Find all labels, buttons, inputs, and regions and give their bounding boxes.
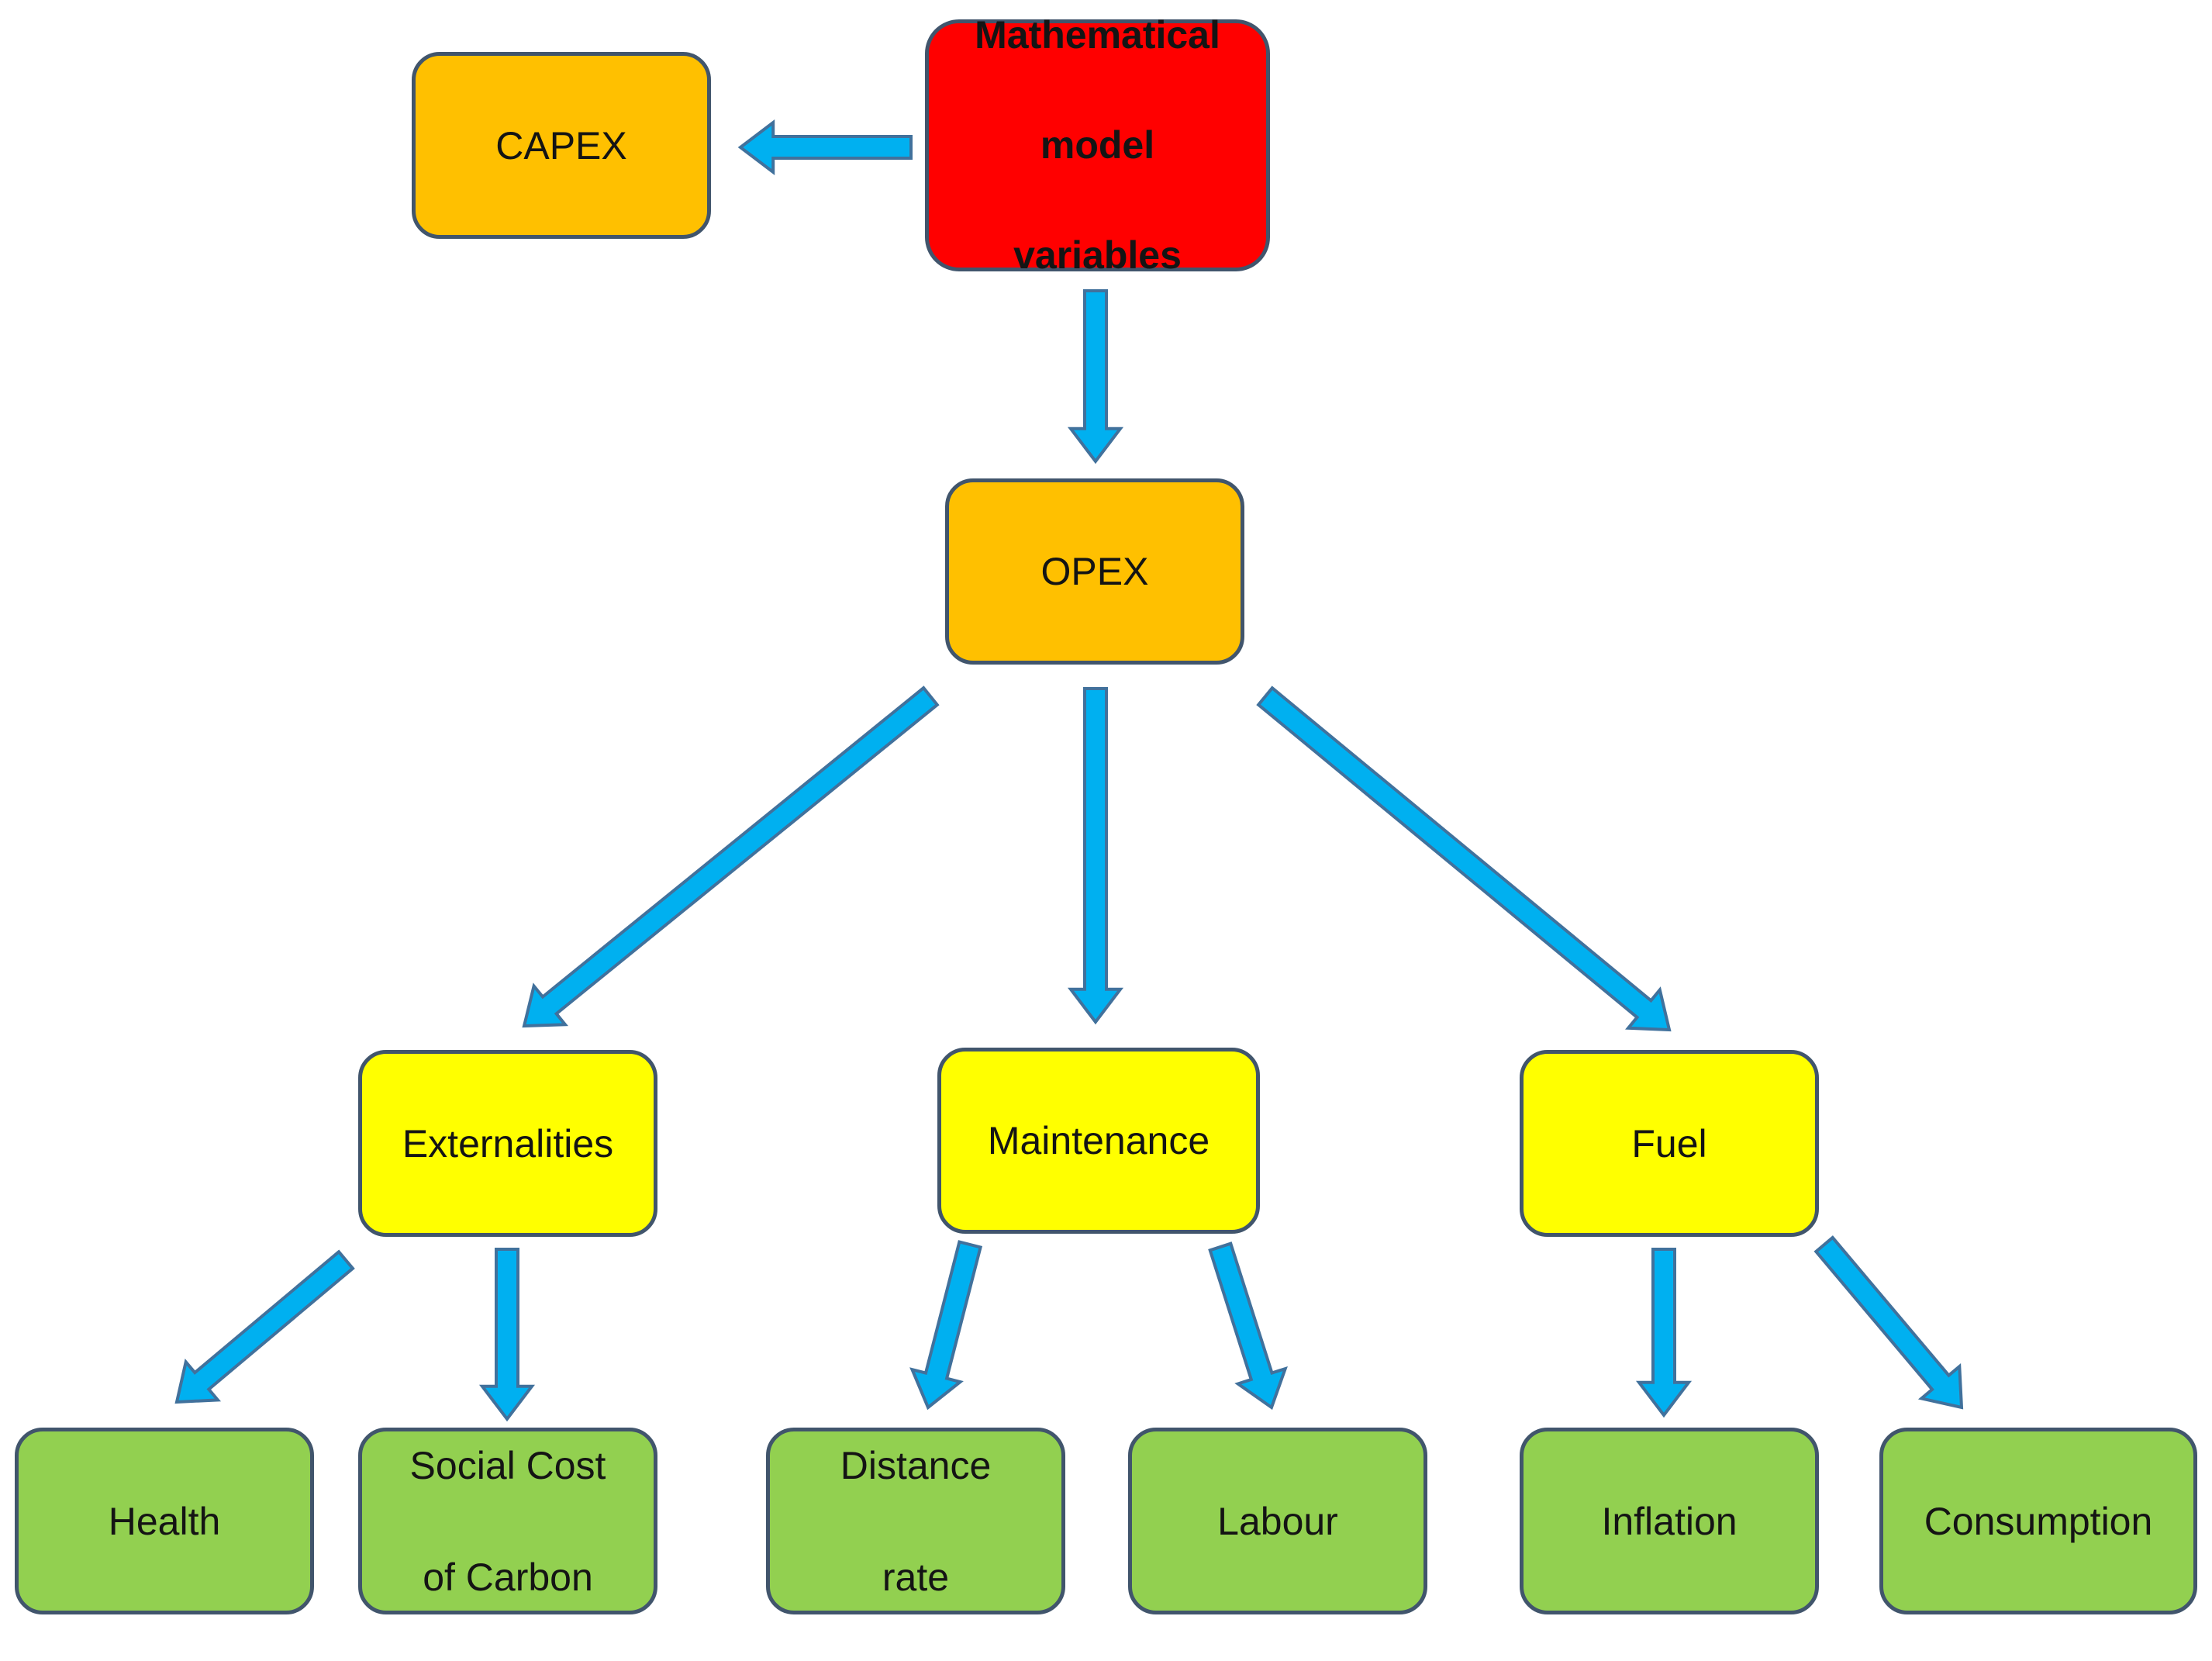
opex-label: OPEX bbox=[1040, 550, 1149, 593]
arrow-fuel-to-inflation bbox=[1635, 1248, 1693, 1418]
labour-node: Labour bbox=[1128, 1428, 1427, 1614]
arrow-fuel-to-consumption bbox=[1813, 1235, 1964, 1410]
social-cost-of-carbon-node: Social Cost of Carbon bbox=[358, 1428, 657, 1614]
inflation-label: Inflation bbox=[1601, 1499, 1738, 1543]
fuel-node: Fuel bbox=[1520, 1050, 1819, 1237]
distance-rate-label-line-1: Distance bbox=[840, 1443, 992, 1487]
mathematical-model-variables-node: Mathematical model variables bbox=[925, 13, 1270, 277]
consumption-node: Consumption bbox=[1879, 1428, 2197, 1614]
capex-label: CAPEX bbox=[495, 123, 627, 167]
externalities-label: Externalities bbox=[402, 1121, 614, 1165]
arrow-root-to-capex bbox=[737, 119, 913, 176]
arrow-opex-to-externalities bbox=[522, 685, 940, 1028]
social-cost-label-line-2: of Carbon bbox=[423, 1555, 593, 1599]
social-cost-label-line-1: Social Cost bbox=[409, 1443, 606, 1487]
arrow-opex-to-fuel bbox=[1256, 685, 1672, 1032]
consumption-label: Consumption bbox=[1924, 1499, 2153, 1543]
arrow-externalities-to-social-cost bbox=[478, 1248, 536, 1422]
inflation-node: Inflation bbox=[1520, 1428, 1819, 1614]
arrow-maintenance-to-labour bbox=[1208, 1241, 1288, 1411]
distance-rate-label-line-2: rate bbox=[882, 1555, 950, 1599]
distance-rate-node: Distance rate bbox=[766, 1428, 1065, 1614]
health-node: Health bbox=[15, 1428, 314, 1614]
opex-node: OPEX bbox=[945, 478, 1244, 665]
health-label: Health bbox=[108, 1499, 221, 1543]
fuel-label: Fuel bbox=[1631, 1121, 1707, 1165]
maintenance-node: Maintenance bbox=[937, 1048, 1260, 1234]
root-label-line-3: variables bbox=[1013, 233, 1182, 277]
root-label-line-1: Mathematical bbox=[975, 13, 1220, 57]
arrow-maintenance-to-distance-rate bbox=[909, 1240, 983, 1411]
maintenance-label: Maintenance bbox=[987, 1119, 1210, 1162]
arrow-opex-to-maintenance bbox=[1067, 687, 1124, 1025]
capex-node: CAPEX bbox=[412, 52, 711, 239]
root-label-line-2: model bbox=[1040, 123, 1155, 167]
arrow-root-to-opex bbox=[1067, 289, 1124, 464]
labour-label: Labour bbox=[1217, 1499, 1338, 1543]
externalities-node: Externalities bbox=[358, 1050, 657, 1237]
arrow-externalities-to-health bbox=[174, 1249, 355, 1404]
